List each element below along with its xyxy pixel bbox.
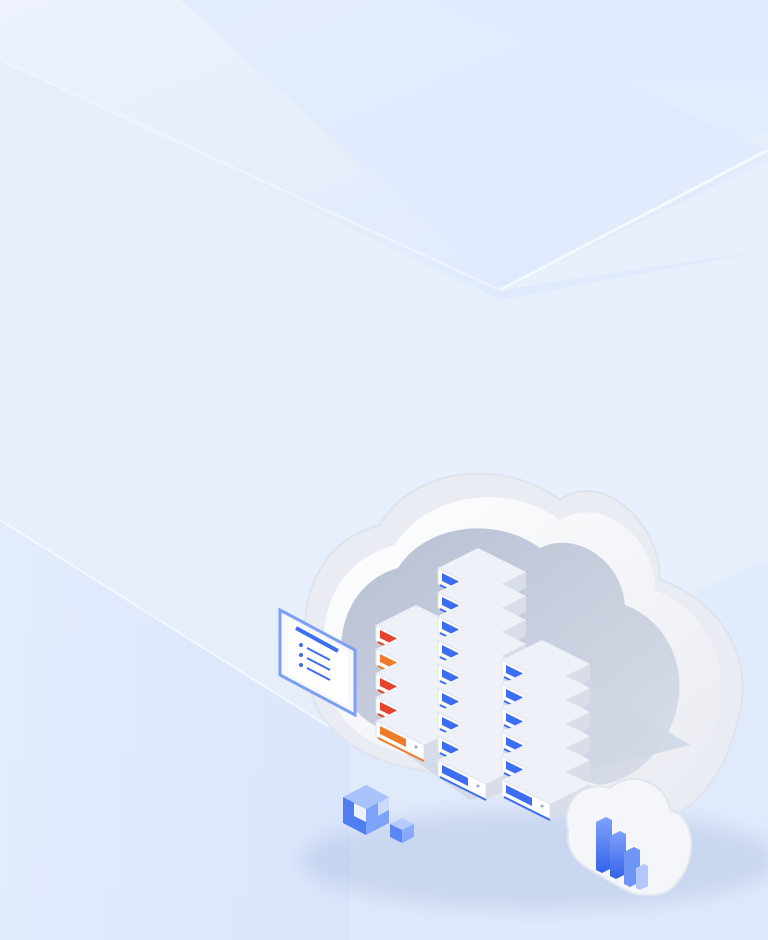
server-rack-icon	[375, 548, 590, 821]
bar-chart-cloud-icon	[565, 778, 693, 897]
cube-stack-icon	[343, 785, 414, 843]
document-panel-icon	[278, 607, 357, 718]
